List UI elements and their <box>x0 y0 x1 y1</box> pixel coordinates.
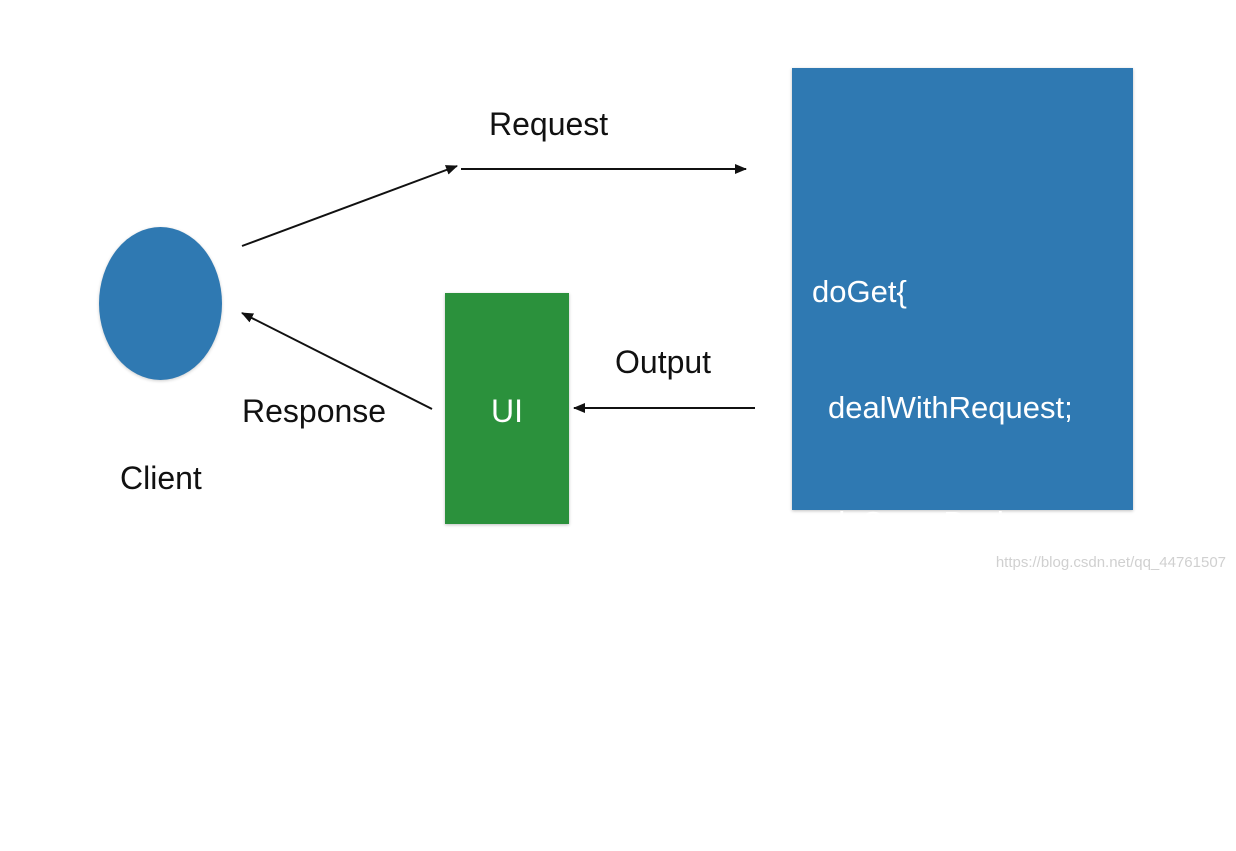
request-label: Request <box>489 106 609 142</box>
arrows-layer <box>241 164 755 413</box>
ui-to-client-response-arrow <box>241 312 433 410</box>
code-line: doGet{ <box>812 274 907 309</box>
ui-node: UI <box>445 293 569 524</box>
code-line: doSomeBusiness; <box>828 505 1078 540</box>
client-to-request-arrow <box>241 165 458 247</box>
output-label: Output <box>615 344 712 380</box>
code-line: writeOutput; <box>828 620 996 656</box>
server-code-block: doGet{ dealWithRequest; doSomeBusiness; … <box>812 196 1078 851</box>
client-label: Client <box>120 460 202 496</box>
server-node: doGet{ dealWithRequest; doSomeBusiness; … <box>792 68 1133 771</box>
code-line: } <box>812 736 823 771</box>
response-label: Response <box>242 393 387 429</box>
diagram-canvas: Client Request Response Output UI doGet{… <box>99 68 1226 771</box>
client-node <box>99 227 222 380</box>
code-line: dealWithRequest; <box>828 389 1073 425</box>
watermark: https://blog.csdn.net/qq_44761507 <box>995 554 1226 571</box>
ui-label: UI <box>491 393 523 429</box>
